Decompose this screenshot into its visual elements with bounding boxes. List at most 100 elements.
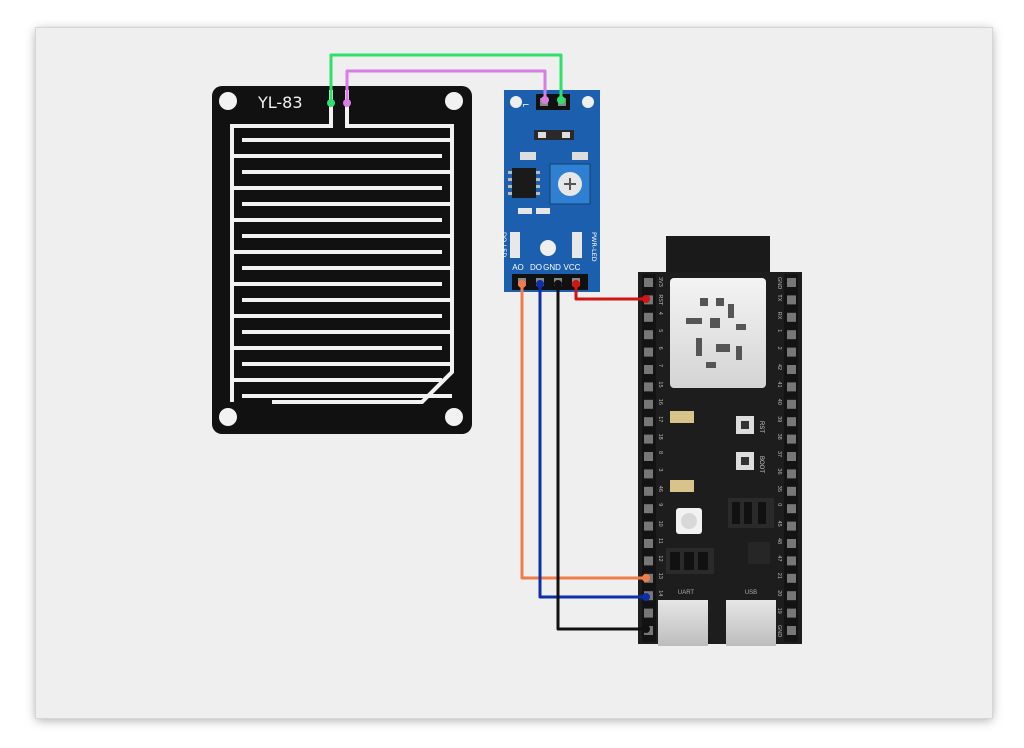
pin-label-ao: AO [512, 263, 524, 272]
potentiometer[interactable] [549, 163, 591, 205]
header-pin[interactable] [644, 399, 653, 409]
header-pin[interactable] [787, 347, 796, 357]
right-pin-label: 40 [776, 399, 782, 405]
header-pin[interactable] [787, 539, 796, 548]
left-pin-label: 5 [657, 329, 663, 332]
esp32-devkit: 3V3RST4567151617188346910111213145VGND G… [638, 236, 802, 646]
header-pin[interactable] [644, 312, 653, 322]
header-pin[interactable] [644, 521, 653, 531]
mount-hole [219, 92, 237, 110]
right-pin-label: 0 [776, 503, 782, 506]
uart-port[interactable] [658, 600, 708, 646]
header-pin[interactable] [644, 417, 653, 427]
wire-orange[interactable] [520, 282, 646, 580]
right-pin-label: 37 [776, 451, 782, 457]
left-pin-label: 12 [657, 555, 663, 561]
left-pin-label: 10 [657, 521, 663, 527]
left-pin-label: 8 [657, 451, 663, 454]
right-pin-label: 2 [776, 347, 782, 350]
mount-hole [445, 92, 463, 110]
right-pin-label: 20 [776, 590, 782, 596]
header-pin[interactable] [787, 452, 796, 461]
header-pin[interactable] [787, 608, 796, 618]
sensor-label: YL-83 [257, 93, 303, 112]
header-pin[interactable] [644, 347, 653, 357]
header-pin[interactable] [787, 591, 796, 601]
header-pin[interactable] [787, 295, 796, 305]
uart-label: UART [678, 590, 695, 596]
right-pin-label: RX [776, 312, 782, 320]
wiring-diagram: YL-83 ⌐ DO-LED PWR-LED A [212, 53, 802, 646]
header-pin[interactable] [787, 382, 796, 392]
header-pin[interactable] [644, 382, 653, 392]
right-pin-header: GNDTXRX1242414039383736350454847212019GN… [776, 277, 796, 637]
left-pin-label: 6 [657, 347, 663, 350]
pwr-led-label: PWR-LED [590, 232, 598, 262]
header-pin[interactable] [644, 608, 653, 618]
header-pin[interactable] [644, 434, 653, 444]
header-pin[interactable] [787, 626, 796, 635]
comparator-chip [512, 168, 536, 198]
header-pin[interactable] [644, 504, 653, 514]
header-pin[interactable] [787, 469, 796, 479]
do-led-label: DO-LED [500, 232, 508, 257]
right-pin-label: 19 [776, 608, 782, 614]
left-pin-label: 15 [657, 381, 663, 387]
usb-bridge-chip [748, 542, 770, 564]
wire-blue[interactable] [538, 282, 646, 599]
header-pin[interactable] [644, 330, 653, 340]
wire-green[interactable] [329, 53, 563, 105]
header-pin[interactable] [644, 556, 653, 566]
mount-hole [219, 408, 237, 426]
right-pin-label: 41 [776, 381, 782, 387]
header-pin[interactable] [644, 539, 653, 548]
right-pin-label: GND [776, 277, 782, 289]
header-pin[interactable] [644, 278, 653, 287]
wire-black[interactable] [556, 282, 646, 631]
wires [329, 53, 646, 631]
right-pin-label: 21 [776, 573, 782, 579]
header-pin[interactable] [787, 330, 796, 340]
header-pin[interactable] [787, 365, 796, 374]
header-pin[interactable] [644, 452, 653, 461]
header-pin[interactable] [787, 399, 796, 409]
usb-port[interactable] [726, 600, 776, 646]
header-pin[interactable] [787, 573, 796, 583]
header-pin[interactable] [787, 312, 796, 322]
header-pin[interactable] [644, 469, 653, 479]
header-pin[interactable] [787, 434, 796, 444]
left-pin-label: 4 [657, 312, 663, 315]
rain-sensor-plate: YL-83 [212, 86, 472, 434]
right-pin-label: 45 [776, 521, 782, 527]
wire-pink[interactable] [345, 69, 547, 105]
wire-red[interactable] [574, 282, 646, 301]
header-pin[interactable] [787, 486, 796, 496]
left-pin-label: 16 [657, 399, 663, 405]
do-led [510, 232, 520, 258]
rst-label: RST [758, 421, 764, 433]
pin-label-gnd: GND [543, 263, 561, 272]
header-pin[interactable] [787, 504, 796, 514]
right-pin-label: 39 [776, 416, 782, 422]
module-pin-header [512, 274, 588, 290]
left-pin-label: 3 [657, 468, 663, 471]
right-pin-label: 48 [776, 538, 782, 544]
svg-text:⌐: ⌐ [522, 101, 530, 111]
header-pin[interactable] [787, 521, 796, 531]
right-pin-label: 47 [776, 555, 782, 561]
right-pin-label: 1 [776, 329, 782, 332]
right-pin-label: 38 [776, 434, 782, 440]
sensor-module: ⌐ DO-LED PWR-LED AO DO GND VCC [500, 90, 600, 292]
left-pin-label: 7 [657, 364, 663, 367]
left-pin-label: 13 [657, 573, 663, 579]
right-pin-label: GND [776, 625, 782, 637]
left-pin-label: 3V3 [657, 277, 663, 287]
header-pin[interactable] [787, 556, 796, 566]
wire-endpoints [327, 96, 650, 633]
header-pin[interactable] [644, 365, 653, 374]
mount-hole [445, 408, 463, 426]
header-pin[interactable] [644, 486, 653, 496]
right-pin-label: 36 [776, 468, 782, 474]
header-pin[interactable] [787, 278, 796, 287]
header-pin[interactable] [787, 417, 796, 427]
